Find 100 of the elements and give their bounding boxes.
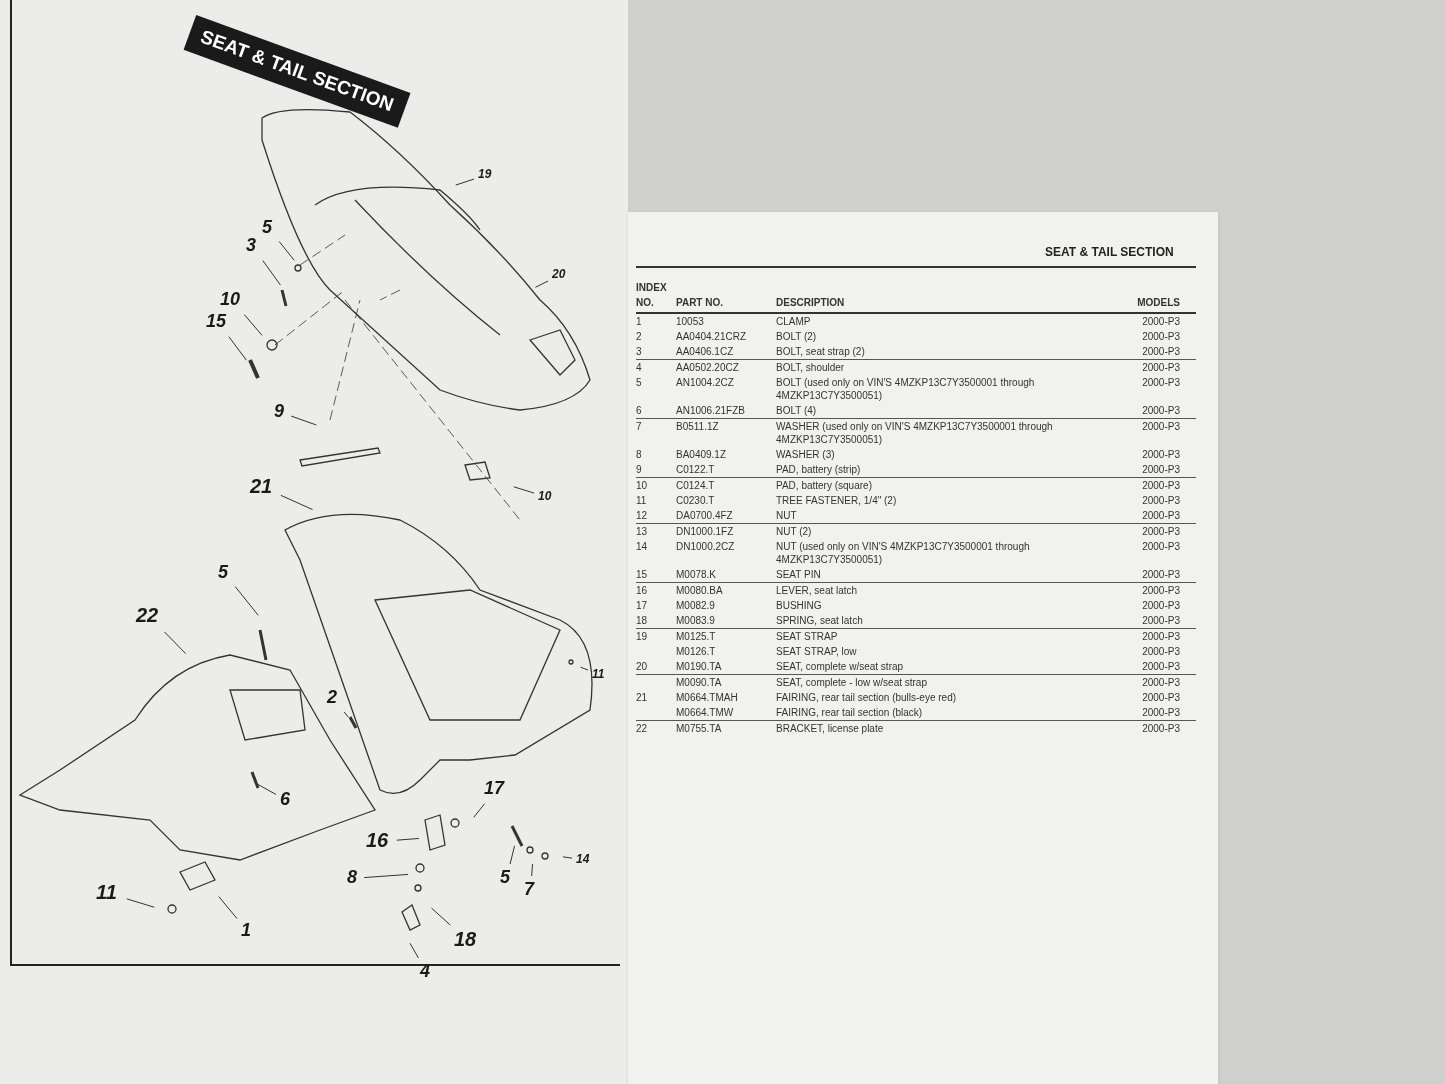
leader-line (509, 845, 516, 865)
callout-number: 5 (500, 868, 510, 886)
part-description: PAD, battery (square) (776, 479, 873, 492)
part-description: CLAMP (776, 315, 812, 328)
part-number: M0082.9 (676, 599, 716, 612)
model-code: 2000-P3 (1141, 614, 1181, 627)
leader-line (409, 942, 419, 959)
part-description: SEAT PIN (776, 568, 822, 581)
callout-number: 17 (484, 779, 505, 797)
part-description: SEAT, complete w/seat strap (776, 660, 905, 673)
model-code: 2000-P3 (1141, 584, 1181, 597)
model-code: 2000-P3 (1141, 706, 1181, 719)
model-code: 2000-P3 (1141, 540, 1181, 554)
leader-line (228, 336, 247, 361)
leader-line (343, 711, 349, 718)
part-number: AA0404.21CRZ (676, 330, 748, 343)
part-description: NUT (2) (776, 525, 813, 538)
callout-number: 4 (420, 962, 430, 980)
leader-line (218, 896, 238, 920)
leader-line (363, 873, 409, 879)
part-number: BA0409.1Z (676, 448, 728, 461)
part-description: WASHER (3) (776, 448, 836, 461)
index-number: 19 (636, 630, 649, 643)
part-number: AA0502.20CZ (676, 361, 740, 374)
part-number: M0664.TMAH (676, 691, 739, 704)
part-description: FAIRING, rear tail section (bulls-eye red) (776, 691, 958, 704)
model-code: 2000-P3 (1141, 676, 1181, 689)
index-number: 14 (636, 540, 649, 554)
model-code: 2000-P3 (1141, 345, 1181, 358)
callout-number: 14 (576, 853, 590, 865)
callout-number: 5 (218, 563, 228, 581)
part-number: M0083.9 (676, 614, 716, 627)
part-number: DN1000.1FZ (676, 525, 735, 538)
part-description: FAIRING, rear tail section (black) (776, 706, 924, 719)
model-code: 2000-P3 (1141, 525, 1181, 538)
part-description: LEVER, seat latch (776, 584, 859, 597)
callout-number: 21 (250, 476, 273, 496)
part-description: BUSHING (776, 599, 823, 612)
part-description: NUT (used only on VIN'S 4MZKP13C7Y3500001 through 4MZKP13C7Y3500051) (776, 540, 1031, 566)
column-header: MODELS (1136, 296, 1181, 310)
model-code: 2000-P3 (1141, 630, 1181, 643)
part-description: BOLT (4) (776, 404, 818, 417)
callout-number: 10 (220, 290, 241, 308)
part-description: SEAT, complete - low w/seat strap (776, 676, 928, 689)
index-number: 13 (636, 525, 649, 538)
callout-number: 5 (262, 218, 272, 236)
leader-line (164, 631, 187, 655)
model-code: 2000-P3 (1141, 479, 1181, 492)
index-number: 21 (636, 691, 649, 704)
index-number: 11 (636, 494, 648, 507)
part-number: M0126.T (676, 645, 717, 658)
leader-line (562, 856, 573, 859)
part-number: DN1000.2CZ (676, 540, 736, 554)
part-description: NUT (776, 509, 798, 522)
column-header: PART NO. (676, 296, 725, 310)
leader-line (126, 898, 155, 908)
callout-number: 2 (327, 688, 337, 706)
model-code: 2000-P3 (1141, 376, 1181, 390)
index-number: 3 (636, 345, 643, 358)
leader-line (531, 863, 534, 877)
leader-line (534, 280, 549, 288)
index-number: 18 (636, 614, 649, 627)
callout-number: 19 (478, 168, 492, 180)
index-number: 5 (636, 376, 643, 390)
leader-line (430, 907, 451, 926)
callout-number: 9 (274, 402, 284, 420)
part-description: SEAT STRAP, low (776, 645, 858, 658)
leader-line (513, 486, 535, 494)
callout-number: 20 (552, 268, 566, 280)
model-code: 2000-P3 (1141, 722, 1181, 735)
callout-number: 7 (524, 880, 534, 898)
model-code: 2000-P3 (1141, 448, 1181, 461)
part-description: BOLT (2) (776, 330, 818, 343)
part-description: BRACKET, license plate (776, 722, 885, 735)
model-code: 2000-P3 (1141, 463, 1181, 476)
index-number: 22 (636, 722, 649, 735)
part-number: 10053 (676, 315, 705, 328)
part-number: M0190.TA (676, 660, 723, 673)
part-number: AN1006.21FZB (676, 404, 746, 417)
part-number: C0124.T (676, 479, 716, 492)
callout-number: 11 (96, 882, 117, 902)
callout-number: 3 (246, 236, 256, 254)
index-number: 9 (636, 463, 643, 476)
model-code: 2000-P3 (1141, 330, 1181, 343)
index-number: 15 (636, 568, 649, 581)
part-number: C0230.T (676, 494, 716, 507)
part-description: SEAT STRAP (776, 630, 839, 643)
part-number: AA0406.1CZ (676, 345, 735, 358)
part-description: BOLT, seat strap (2) (776, 345, 866, 358)
part-number: M0664.TMW (676, 706, 735, 719)
leader-line (234, 586, 259, 616)
part-number: M0090.TA (676, 676, 723, 689)
callout-number: 6 (280, 790, 290, 808)
callout-number: 15 (206, 312, 227, 330)
callout-number: 16 (366, 830, 389, 850)
index-number: 16 (636, 584, 649, 597)
callout-number: 8 (347, 868, 357, 886)
model-code: 2000-P3 (1141, 494, 1181, 507)
part-description: TREE FASTENER, 1/4" (2) (776, 494, 898, 507)
leader-line (278, 241, 295, 261)
